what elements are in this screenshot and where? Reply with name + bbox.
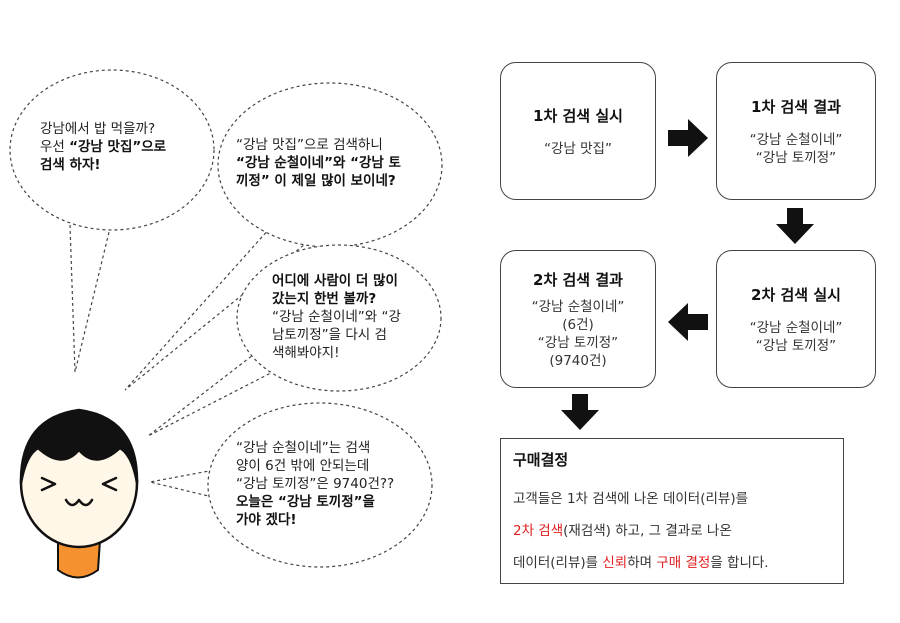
decision-line: 2차 검색(재검색) 하고, 그 결과로 나온 xyxy=(513,519,732,539)
bubble-line: “강남 순철이네”와 “강 xyxy=(272,308,401,326)
bubble-text-segment: 오늘은 “강남 토끼정”을 xyxy=(236,494,375,510)
decision-title: 구매결정 xyxy=(513,451,569,469)
bubble-line: 오늘은 “강남 토끼정”을 xyxy=(236,493,394,511)
bubble-text-segment: 검색 하자! xyxy=(40,157,101,173)
decision-text-segment: 데이터(리뷰)를 xyxy=(513,555,603,571)
bubble-line: 갔는지 한번 볼까? xyxy=(272,290,401,308)
bubble-text-segment: 갔는지 한번 볼까? xyxy=(272,291,377,307)
step-line: “강남 토끼정” xyxy=(755,149,837,166)
bubble-line: “강남 맛집”으로 검색하니 xyxy=(236,136,401,154)
bubble-text-segment: 가야 겠다! xyxy=(236,512,297,528)
speech-bubble-4 xyxy=(207,402,433,568)
bubble-line: 어디에 사람이 더 많이 xyxy=(272,272,401,290)
highlighted-text: 구매 결정 xyxy=(656,555,711,571)
bubble-line: 색해봐야지! xyxy=(272,344,401,362)
bubble-text-segment: “강남 맛집”으로 xyxy=(69,139,167,155)
highlighted-text: 신뢰 xyxy=(602,555,628,571)
bubble-line: “강남 순철이네”는 검색 xyxy=(236,439,394,457)
arrow-right-icon xyxy=(668,119,708,157)
step-line: “강남 순철이네” xyxy=(531,298,625,315)
bubble-text-segment: “강남 순철이네”와 “강 xyxy=(272,309,401,325)
speech-bubble-3 xyxy=(236,244,442,392)
bubble-line: “강남 토끼정”은 9740건?? xyxy=(236,475,394,493)
step-title: 2차 검색 결과 xyxy=(533,270,623,289)
step-second-result: 2차 검색 결과 “강남 순철이네” (6건) “강남 토끼정” (9740건) xyxy=(500,250,656,388)
speech-bubble-1 xyxy=(9,69,215,231)
decision-text-segment: 을 합니다. xyxy=(710,555,769,571)
decision-line: 데이터(리뷰)를 신뢰하며 구매 결정을 합니다. xyxy=(513,551,769,571)
bubble-text-segment: 남토끼정”을 다시 검 xyxy=(272,327,387,343)
decision-line: 고객들은 1차 검색에 나온 데이터(리뷰)를 xyxy=(513,487,748,507)
character-face-icon xyxy=(19,408,139,579)
step-title: 1차 검색 결과 xyxy=(751,97,841,116)
step-line: “강남 토끼정” xyxy=(755,337,837,354)
bubble-line: 끼정” 이 제일 많이 보이네? xyxy=(236,172,401,190)
step-line: “강남 순철이네” xyxy=(749,319,843,336)
step-line: “강남 순철이네” xyxy=(749,131,843,148)
step-line: (6건) xyxy=(562,316,594,333)
arrow-left-icon xyxy=(668,303,708,341)
purchase-decision-box: 구매결정 고객들은 1차 검색에 나온 데이터(리뷰)를 2차 검색(재검색) … xyxy=(500,438,844,584)
decision-text-segment: 하며 xyxy=(627,555,657,571)
step-title: 1차 검색 실시 xyxy=(533,106,623,125)
bubble-text-segment: 어디에 사람이 더 많이 xyxy=(272,273,398,289)
highlighted-text: 2차 검색 xyxy=(513,523,564,539)
bubble-text-segment: “강남 맛집”으로 검색하니 xyxy=(236,137,383,153)
bubble-text-segment: “강남 순철이네”와 “강남 토 xyxy=(236,155,401,171)
step-line: “강남 토끼정” xyxy=(537,334,619,351)
speech-bubble-1-tail xyxy=(69,224,111,373)
speech-bubble-2 xyxy=(217,82,443,248)
step-first-result: 1차 검색 결과 “강남 순철이네” “강남 토끼정” xyxy=(716,62,876,200)
bubble-text-segment: 색해봐야지! xyxy=(272,345,340,361)
bubble-line: 우선 “강남 맛집”으로 xyxy=(40,138,166,156)
bubble-line: 남토끼정”을 다시 검 xyxy=(272,326,401,344)
bubble-text-segment: 강남에서 밥 먹을까? xyxy=(40,121,156,137)
bubble-line: 강남에서 밥 먹을까? xyxy=(40,120,166,138)
step-title: 2차 검색 실시 xyxy=(751,285,841,304)
bubble-text-segment: 끼정” 이 제일 많이 보이네? xyxy=(236,173,396,189)
bubble-text-segment: “강남 순철이네”는 검색 xyxy=(236,440,371,456)
speech-bubble-2-tail xyxy=(124,227,311,391)
speech-bubble-4-tail xyxy=(149,467,226,501)
decision-text-segment: (재검색) 하고, 그 결과로 나온 xyxy=(563,523,732,539)
bubble-line: 가야 겠다! xyxy=(236,511,394,529)
step-first-search: 1차 검색 실시 “강남 맛집” xyxy=(500,62,656,200)
bubble-line: 양이 6건 밖에 안되는데 xyxy=(236,457,394,475)
bubble-line: “강남 순철이네”와 “강남 토 xyxy=(236,154,401,172)
arrow-down-icon xyxy=(561,394,599,430)
bubble-text-segment: 양이 6건 밖에 안되는데 xyxy=(236,458,370,474)
decision-text-segment: 고객들은 1차 검색에 나온 데이터(리뷰)를 xyxy=(513,491,749,507)
step-line: (9740건) xyxy=(549,352,607,369)
step-line: “강남 맛집” xyxy=(544,140,612,157)
step-second-search: 2차 검색 실시 “강남 순철이네” “강남 토끼정” xyxy=(716,250,876,388)
arrow-down-icon xyxy=(776,208,814,244)
bubble-line: 검색 하자! xyxy=(40,156,166,174)
bubble-text-segment: “강남 토끼정”은 9740건?? xyxy=(236,476,395,492)
bubble-text-segment: 우선 xyxy=(40,139,70,155)
